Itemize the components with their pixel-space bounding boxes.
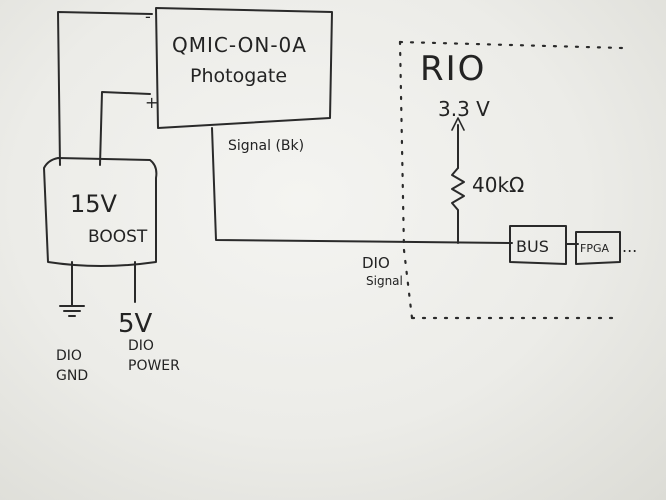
bus-label: BUS: [516, 237, 549, 256]
bus-box: [509, 225, 567, 265]
fpga-box: [575, 231, 621, 265]
rio-supply: 3.3 V: [438, 97, 490, 121]
rio-title: RIO: [420, 49, 486, 89]
dio-power-line1: DIO: [128, 338, 154, 354]
dio-gnd-line2: GND: [56, 368, 88, 384]
ground-symbol: [59, 261, 85, 317]
boost-box: [43, 157, 158, 267]
signal-wire: [211, 127, 513, 244]
boost-label: BOOST: [88, 227, 148, 247]
five-volt-label: 5V: [118, 309, 153, 339]
dio-signal-line2: Signal: [366, 274, 403, 288]
resistor-value: 40kΩ: [472, 173, 524, 197]
photogate-signal-label: Signal (Bk): [228, 138, 304, 154]
dio-gnd-line1: DIO: [56, 348, 82, 364]
fpga-label: FPGA: [580, 242, 609, 255]
photogate-minus-mark: -: [145, 7, 151, 26]
rio-boundary: [398, 40, 624, 320]
photogate-part-number: QMIC-ON-0A: [172, 33, 307, 57]
power-wires: [57, 11, 153, 166]
photogate-name: Photogate: [190, 65, 287, 87]
dio-signal-line1: DIO: [362, 254, 390, 272]
boost-voltage: 15V: [70, 190, 118, 218]
pullup-resistor: [451, 117, 465, 244]
photogate-plus-mark: +: [145, 93, 158, 112]
photogate-box: [155, 7, 333, 129]
continuation-dots: ...: [622, 237, 637, 256]
dio-power-line2: POWER: [128, 358, 180, 374]
